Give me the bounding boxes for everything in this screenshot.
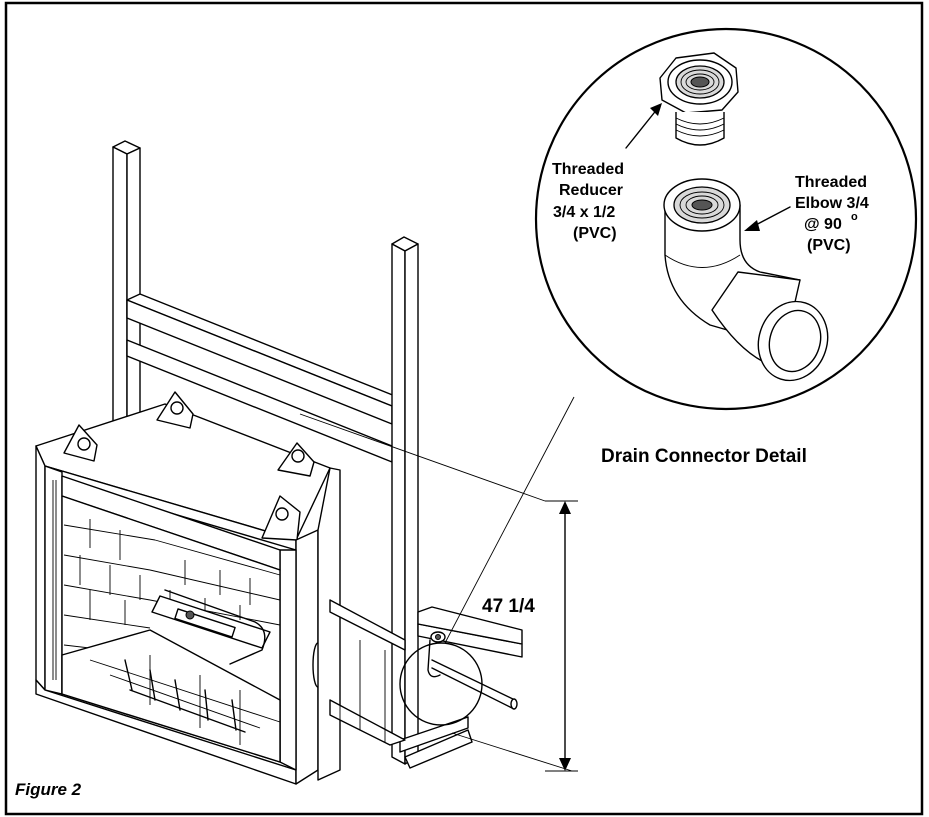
figure-caption: Figure 2 <box>15 780 82 799</box>
drain-pipe <box>427 631 518 710</box>
label-arrows <box>625 103 791 231</box>
dimension-label: 47 1/4 <box>482 596 535 617</box>
reducer-label-line3: 3/4 x 1/2 <box>553 204 615 221</box>
reducer-label-line4: (PVC) <box>573 225 617 242</box>
elbow-label-line2: Elbow 3/4 <box>795 195 869 212</box>
brick-pattern <box>63 519 281 656</box>
height-dimension <box>545 500 578 772</box>
burner-assembly <box>124 589 271 733</box>
elbow-label-line3: @ 90 <box>804 216 842 233</box>
detail-title: Drain Connector Detail <box>601 446 807 467</box>
detail-leader-line <box>444 396 575 644</box>
elbow-degree-symbol: o <box>851 211 858 223</box>
elbow-label-line4: (PVC) <box>807 237 851 254</box>
figure-border <box>4 1 924 816</box>
threaded-reducer-drawing <box>659 52 739 146</box>
fireplace-unit <box>35 391 406 785</box>
detail-callout-circle <box>399 642 483 726</box>
standoff-bracket <box>63 391 315 541</box>
reducer-label-line1: Threaded <box>552 161 624 178</box>
elbow-label-line1: Threaded <box>795 174 867 191</box>
threaded-elbow-drawing <box>663 178 829 382</box>
wall-framing <box>112 140 573 772</box>
reducer-label-line2: Reducer <box>559 182 623 199</box>
